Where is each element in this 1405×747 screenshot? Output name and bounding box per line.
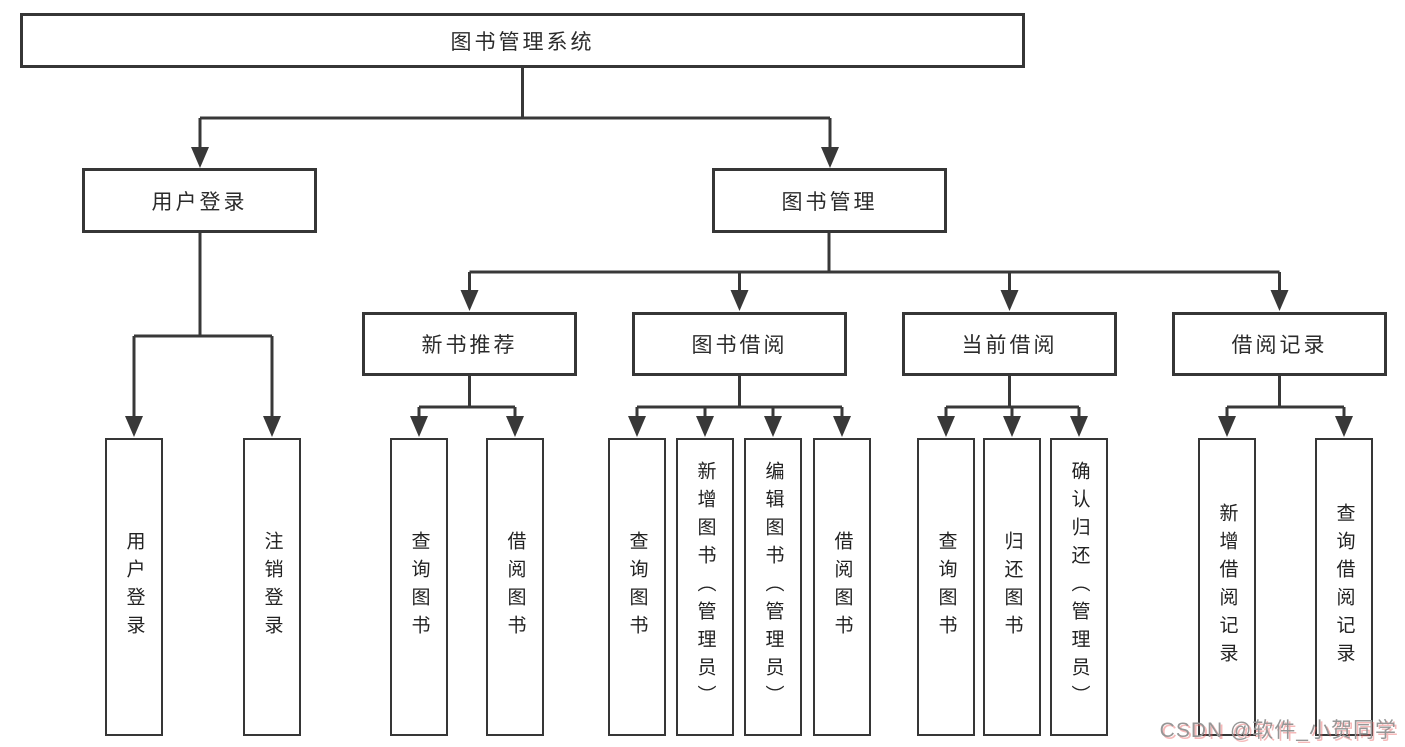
leaf-logout: 注销登录 xyxy=(243,438,301,736)
leaf-label: 借阅图书 xyxy=(831,531,853,643)
leaf-label: 查询图书 xyxy=(408,531,430,643)
leaf-query-books-recommend: 查询图书 xyxy=(390,438,448,736)
leaf-label: 归还图书 xyxy=(1001,531,1023,643)
watermark: CSDN @软件_小贺同学 xyxy=(1159,719,1397,742)
leaf-add-borrow-record: 新增借阅记录 xyxy=(1198,438,1256,736)
leaf-user-login: 用户登录 xyxy=(105,438,163,736)
leaf-return-books: 归还图书 xyxy=(983,438,1041,736)
leaf-label: 新增图书（管理员） xyxy=(694,461,716,713)
node-book-borrowing: 图书借阅 xyxy=(632,312,847,376)
arrowheads xyxy=(125,147,1353,437)
leaf-borrow-books: 借阅图书 xyxy=(813,438,871,736)
leaf-borrow-books-recommend: 借阅图书 xyxy=(486,438,544,736)
leaf-query-books-borrowing: 查询图书 xyxy=(608,438,666,736)
connector-paths xyxy=(132,68,1346,420)
leaf-label: 借阅图书 xyxy=(504,531,526,643)
leaf-add-books-admin: 新增图书（管理员） xyxy=(676,438,734,736)
node-current-borrowing: 当前借阅 xyxy=(902,312,1117,376)
leaf-label: 查询图书 xyxy=(626,531,648,643)
leaf-query-borrow-record: 查询借阅记录 xyxy=(1315,438,1373,736)
leaf-label: 查询借阅记录 xyxy=(1333,503,1355,671)
leaf-label: 用户登录 xyxy=(123,531,145,643)
node-root: 图书管理系统 xyxy=(20,13,1025,68)
leaf-label: 新增借阅记录 xyxy=(1216,503,1238,671)
leaf-edit-books-admin: 编辑图书（管理员） xyxy=(744,438,802,736)
leaf-label: 查询图书 xyxy=(935,531,957,643)
node-new-book-recommend: 新书推荐 xyxy=(362,312,577,376)
leaf-label: 编辑图书（管理员） xyxy=(762,461,784,713)
leaf-confirm-return-admin: 确认归还（管理员） xyxy=(1050,438,1108,736)
leaf-query-books-current: 查询图书 xyxy=(917,438,975,736)
node-book-management: 图书管理 xyxy=(712,168,947,233)
leaf-label: 注销登录 xyxy=(261,531,283,643)
leaf-label: 确认归还（管理员） xyxy=(1068,461,1090,713)
node-borrowing-records: 借阅记录 xyxy=(1172,312,1387,376)
node-user-login: 用户登录 xyxy=(82,168,317,233)
